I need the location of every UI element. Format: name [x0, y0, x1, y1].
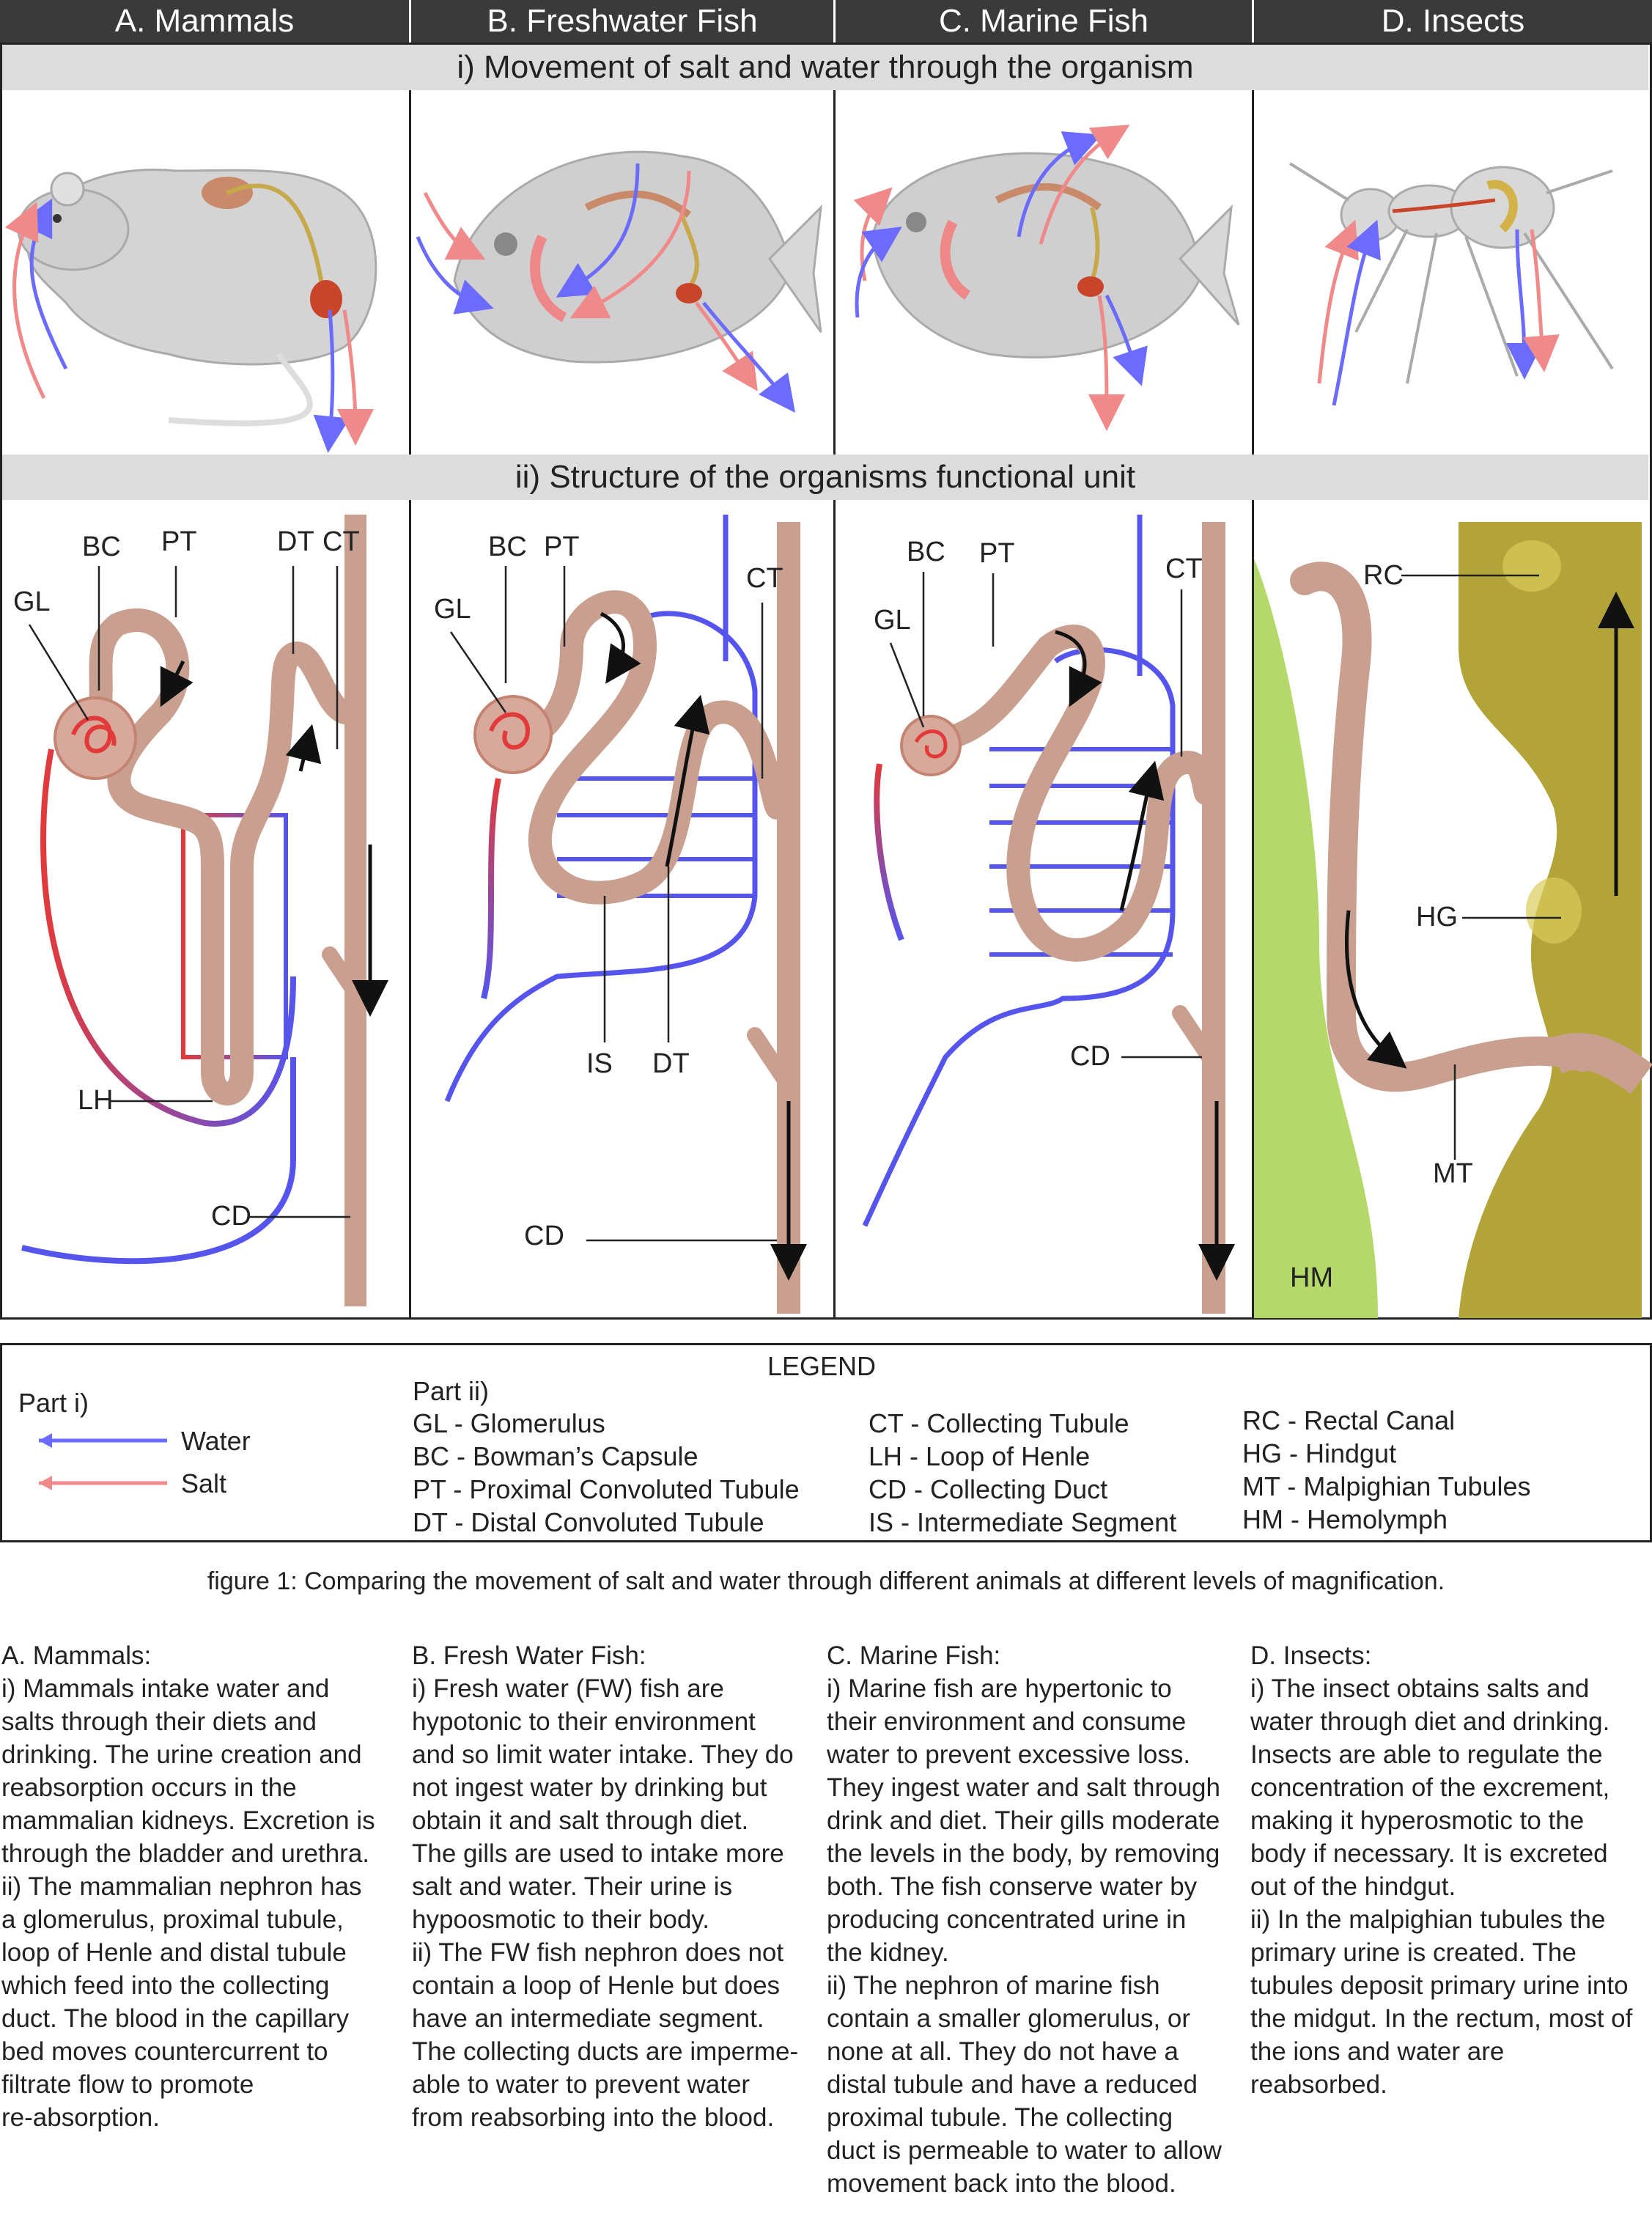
label-marine-ct: CT: [1165, 553, 1203, 584]
insect-illustration: [1288, 162, 1614, 406]
legend-item: MT - Malpighian Tubules: [1242, 1471, 1531, 1501]
insect-tubule: [1254, 522, 1652, 1318]
header-divider: [833, 0, 836, 43]
label-fw-is: IS: [586, 1048, 613, 1079]
label-mammal-bc: BC: [82, 531, 121, 562]
column-divider: [833, 500, 836, 1320]
legend-item: DT - Distal Convoluted Tubule: [413, 1507, 764, 1537]
legend-item: CD - Collecting Duct: [869, 1474, 1108, 1504]
label-insect-rc: RC: [1363, 560, 1404, 591]
label-mammal-cd: CD: [211, 1201, 251, 1232]
label-fw-cd: CD: [524, 1221, 564, 1251]
row-ii-title: ii) Structure of the organisms functiona…: [2, 455, 1648, 500]
label-mammal-lh: LH: [78, 1085, 114, 1116]
column-divider: [409, 500, 411, 1320]
figure-caption: figure 1: Comparing the movement of salt…: [207, 1567, 1445, 1595]
column-header-bar: [0, 0, 1652, 43]
label-leader-lines: [28, 566, 1561, 1242]
label-mammal-dt: DT: [277, 526, 314, 557]
marine-nephron: [862, 515, 1235, 1314]
legend-item: CT - Collecting Tubule: [869, 1408, 1129, 1438]
label-mammal-ct: CT: [322, 526, 360, 557]
label-insect-hm: HM: [1290, 1262, 1334, 1293]
column-header-insects: D. Insects: [1381, 3, 1525, 39]
label-fw-gl: GL: [434, 594, 471, 625]
rat-illustration: [4, 169, 377, 453]
column-divider: [1252, 90, 1254, 455]
legend-water: Water: [181, 1426, 251, 1456]
legend-part-i: Part i): [18, 1388, 89, 1418]
legend-item: PT - Proximal Convoluted Tubule: [413, 1474, 800, 1504]
row-i-illustrations: [4, 125, 1614, 453]
label-fw-pt: PT: [544, 531, 580, 562]
water-arrow-icon: [39, 1433, 52, 1448]
label-marine-cd: CD: [1070, 1041, 1110, 1072]
legend-item: BC - Bowman’s Capsule: [413, 1441, 698, 1471]
description-insects: D. Insects: i) The insect obtains salts …: [1250, 1641, 1633, 2099]
freshwater-fish-illustration: [416, 150, 822, 413]
label-marine-gl: GL: [874, 605, 911, 636]
legend-item: HG - Hindgut: [1242, 1438, 1397, 1468]
label-fw-ct: CT: [746, 563, 783, 594]
description-freshwater-fish: B. Fresh Water Fish: i) Fresh water (FW)…: [412, 1641, 799, 2132]
label-fw-dt: DT: [652, 1048, 690, 1079]
legend-box: LEGEND Part i) Water Salt Part ii) GL - …: [0, 1343, 1652, 1542]
label-mammal-gl: GL: [13, 586, 51, 617]
header-divider: [1252, 0, 1254, 43]
marine-fish-illustration: [853, 125, 1240, 431]
column-header-freshwater-fish: B. Freshwater Fish: [487, 3, 758, 39]
row-i-title: i) Movement of salt and water through th…: [2, 45, 1648, 90]
label-insect-hg: HG: [1416, 902, 1458, 932]
label-mammal-pt: PT: [161, 526, 197, 557]
column-divider: [833, 90, 836, 455]
salt-arrow-icon: [39, 1476, 52, 1490]
legend-salt: Salt: [181, 1468, 227, 1498]
label-fw-bc: BC: [488, 531, 527, 562]
column-header-mammals: A. Mammals: [114, 3, 295, 39]
column-divider: [1252, 500, 1254, 1320]
legend-title: LEGEND: [767, 1351, 877, 1381]
legend-item: GL - Glomerulus: [413, 1408, 605, 1438]
mammal-nephron: [21, 515, 388, 1306]
legend-arrows: [39, 1433, 167, 1490]
label-marine-pt: PT: [979, 538, 1015, 569]
label-insect-mt: MT: [1433, 1158, 1473, 1189]
description-mammals: A. Mammals: i) Mammals intake water and …: [1, 1641, 375, 2132]
column-header-marine-fish: C. Marine Fish: [938, 3, 1149, 39]
legend-item: LH - Loop of Henle: [869, 1441, 1091, 1471]
legend-item: RC - Rectal Canal: [1242, 1405, 1456, 1435]
column-divider: [409, 90, 411, 455]
legend-part-ii: Part ii): [413, 1376, 490, 1406]
freshwater-nephron: [444, 515, 807, 1314]
legend-item: HM - Hemolymph: [1242, 1504, 1448, 1534]
row-ii-illustrations: [21, 515, 1652, 1318]
header-divider: [409, 0, 411, 43]
label-marine-bc: BC: [907, 537, 945, 567]
legend-item: IS - Intermediate Segment: [869, 1507, 1177, 1537]
description-marine-fish: C. Marine Fish: i) Marine fish are hyper…: [827, 1641, 1222, 2198]
